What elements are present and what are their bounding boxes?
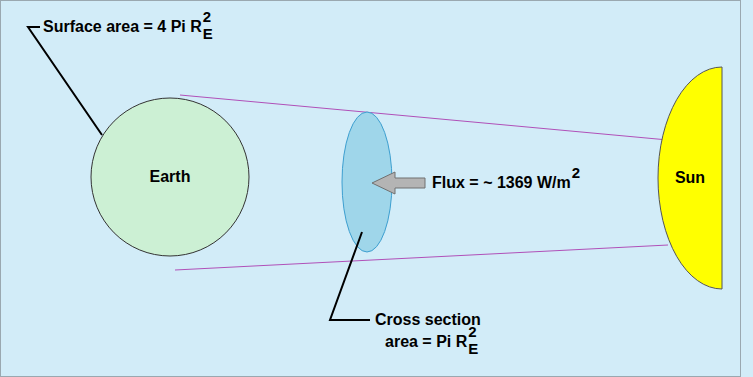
superscript: 2: [572, 165, 580, 180]
cross-section-area-label: area = Pi R: [385, 333, 467, 351]
superscript: 2: [203, 9, 211, 24]
surface-area-label: Surface area = 4 Pi R: [43, 18, 202, 36]
node-label: Earth: [150, 168, 191, 186]
node-label: Sun: [675, 169, 705, 187]
ray-line: [175, 245, 668, 270]
sun-outline: [658, 67, 722, 289]
earth-outline: [91, 98, 249, 256]
subscript: E: [468, 341, 478, 356]
leader-line: [330, 232, 370, 320]
flux-label: Flux = ~ 1369 W/m: [432, 174, 571, 192]
ray-line: [180, 95, 668, 140]
flux-arrow: [372, 172, 425, 194]
sun-shape: Sun: [657, 66, 723, 290]
cross-section-label: Cross section: [375, 311, 481, 329]
superscript: 2: [468, 324, 476, 339]
leader-line: [28, 27, 102, 135]
subscript: E: [203, 26, 213, 41]
earth-circle: Earth: [90, 97, 250, 257]
